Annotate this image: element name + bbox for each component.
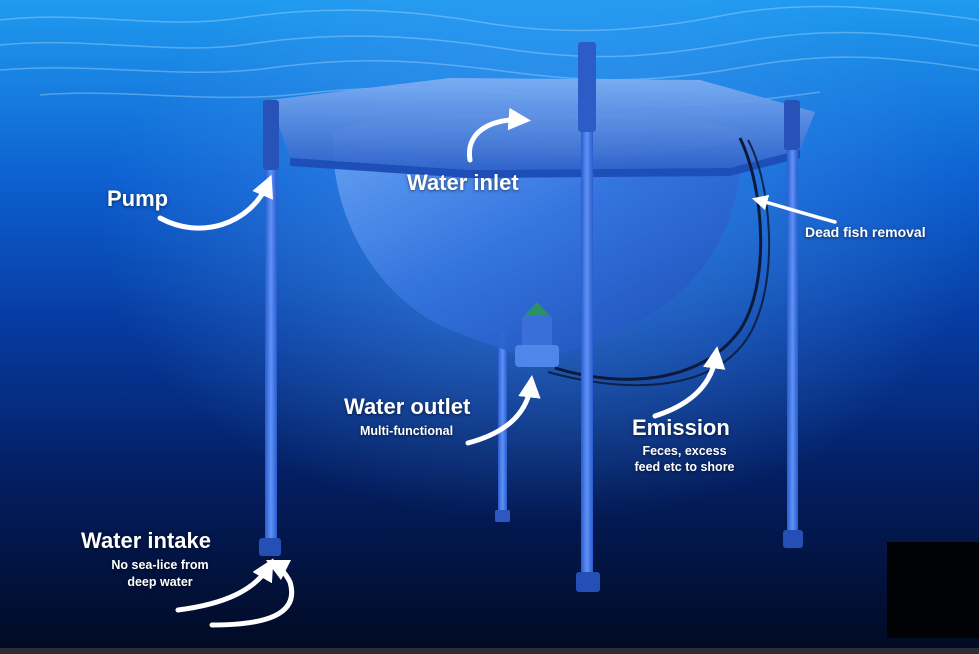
pump-arrow-icon <box>157 174 274 231</box>
leg-foot-back-center <box>495 510 510 522</box>
dead-fish-removal-label: Dead fish removal <box>805 224 926 240</box>
water-outlet-label: Water outlet <box>344 394 471 419</box>
inlet-arrow-icon <box>467 107 531 163</box>
leg-right <box>787 110 798 535</box>
leg-foot-center <box>576 572 600 592</box>
emission-arrow-icon <box>652 346 726 419</box>
leg-left-cap <box>263 100 279 170</box>
leg-center <box>581 60 593 580</box>
water-intake-sublabel-1: No sea-lice from <box>111 558 209 572</box>
leg-right-cap <box>784 100 800 150</box>
corner-patch <box>887 542 979 638</box>
leg-center-cap <box>578 42 596 132</box>
intake-arrow-icon-1 <box>175 558 274 613</box>
dead-fish-hose <box>547 139 771 387</box>
bottom-strip <box>0 648 979 654</box>
deck-edge <box>290 150 800 178</box>
water-intake-label: Water intake <box>81 528 212 553</box>
intake-arrow-icon-2 <box>209 559 295 628</box>
outlet-collar <box>515 345 559 367</box>
leg-foot-right <box>783 530 803 548</box>
outlet-cap <box>525 302 549 315</box>
deck-platform <box>270 78 815 170</box>
outlet-arrow-icon <box>465 375 541 446</box>
dead-fish-arrow-icon <box>751 194 837 224</box>
water-intake-sublabel-2: deep water <box>127 575 193 589</box>
pump-label: Pump <box>107 186 169 211</box>
water-outlet-sublabel: Multi-functional <box>360 424 454 438</box>
emission-label: Emission <box>632 415 730 440</box>
leg-back-center <box>498 330 507 515</box>
tank-bowl <box>332 135 743 362</box>
emission-sublabel-2: feed etc to shore <box>634 460 735 474</box>
water-inlet-label: Water inlet <box>407 170 519 195</box>
leg-left <box>265 105 277 545</box>
leg-foot-left <box>259 538 281 556</box>
emission-sublabel-1: Feces, excess <box>642 444 727 458</box>
